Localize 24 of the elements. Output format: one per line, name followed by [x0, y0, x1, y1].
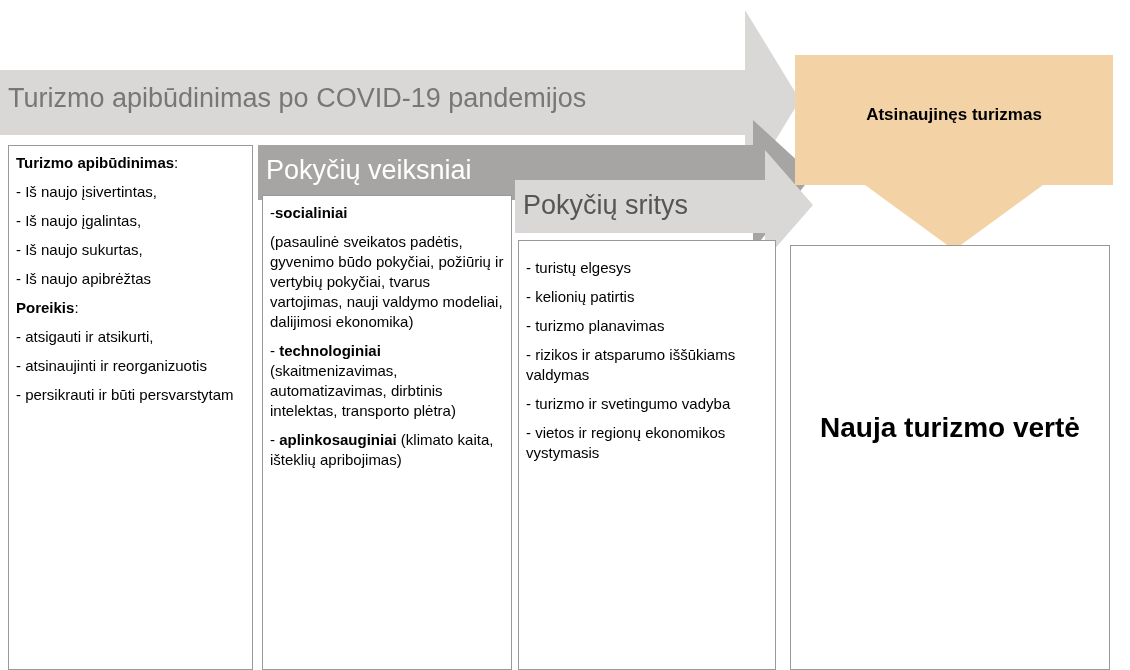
list-item: - turistų elgesys: [526, 258, 633, 278]
list-item: - Iš naujo apibrėžtas: [16, 269, 153, 289]
list-item: - rizikos ir atsparumo iššūkiams valdymas: [526, 345, 737, 385]
arrow-heading: Turizmo apibūdinimas po COVID-19 pandemijos: [8, 83, 587, 114]
list-item: Poreikis:: [16, 298, 80, 318]
list-item: -socialiniai: [270, 203, 349, 223]
arrow-heading: Pokyčių sritys: [523, 190, 689, 221]
list-item: - turizmo ir svetingumo vadyba: [526, 394, 732, 414]
list-item: - turizmo planavimas: [526, 316, 666, 336]
list-item: - persikrauti ir būti persvarstytam: [16, 385, 235, 405]
list-item: - atsigauti ir atsikurti,: [16, 327, 155, 347]
heading: Nauja turizmo vertė: [820, 411, 1080, 445]
list-item: - kelionių patirtis: [526, 287, 636, 307]
list-item: - atsinaujinti ir reorganizuotis: [16, 356, 208, 376]
list-item: - vietos ir regionų ekonomikos vystymasis: [526, 423, 727, 463]
list-item: - aplinkosauginiai (klimato kaita, išteklių apribojimas): [270, 430, 495, 470]
heading: Atsinaujinęs turizmas: [865, 105, 1043, 125]
list-item: - Iš naujo įsivertintas,: [16, 182, 158, 202]
list-item: - Iš naujo įgalintas,: [16, 211, 143, 231]
arrow-heading: Pokyčių veiksniai: [266, 155, 472, 186]
list-item: (pasaulinė sveikatos padėtis, gyvenimo būdo pokyčiai, požiūrių ir vertybių pokyčiai, tvarus vartojimas, nauji valdymo modeliai, dalijimosi ekonomika): [270, 232, 504, 332]
list-item: Turizmo apibūdinimas:: [16, 153, 180, 173]
list-item: - Iš naujo sukurtas,: [16, 240, 144, 260]
list-item: - technologiniai (skaitmenizavimas, automatizavimas, dirbtinis intelektas, transporto plėtra): [270, 341, 457, 421]
